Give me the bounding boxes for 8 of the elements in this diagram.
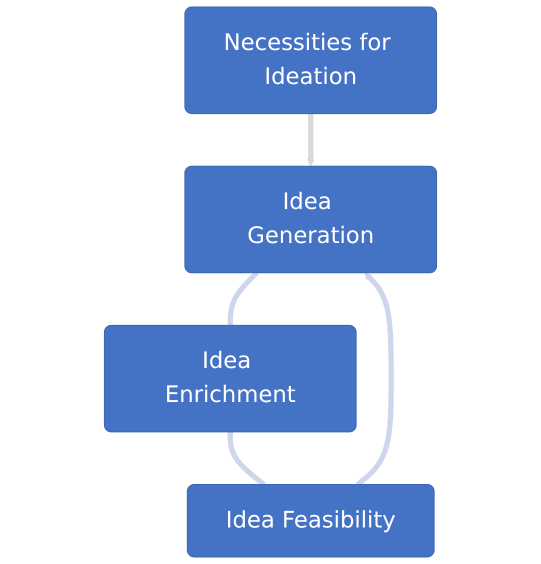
connector [228,270,259,326]
node-box: Idea Feasibility [186,484,435,558]
arrow [356,272,394,486]
node-box: Idea Enrichment [104,324,357,432]
arrow [306,114,315,166]
connector [228,432,266,486]
node-box: Idea Generation [184,166,438,274]
node-box: Necessities for Ideation [184,6,438,114]
